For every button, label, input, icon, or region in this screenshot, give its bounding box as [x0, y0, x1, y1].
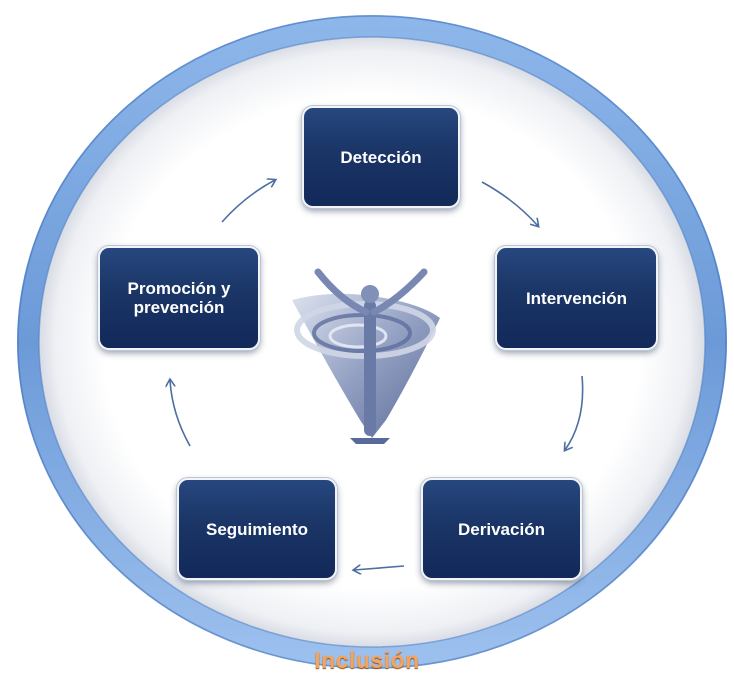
node-intervencion-label: Intervención [525, 288, 628, 308]
arrow-derivacion-to-seguimiento [354, 566, 405, 570]
outer-ring [17, 15, 727, 669]
outer-ring-edge [17, 15, 727, 669]
node-promocion-label: Promoción y prevención [127, 279, 231, 317]
node-intervencion: Intervención [495, 246, 658, 350]
node-seguimiento-label: Seguimiento [205, 519, 308, 539]
node-derivacion: Derivación [421, 478, 582, 580]
node-promocion: Promoción y prevención [98, 246, 260, 350]
node-derivacion-label: Derivación [458, 519, 545, 539]
human-figure-emblem-icon [292, 268, 440, 444]
arrow-promocion-to-deteccion [221, 180, 275, 223]
node-seguimiento: Seguimiento [177, 478, 337, 580]
inner-ring-edge [38, 36, 706, 648]
node-deteccion: Detección [302, 106, 460, 208]
node-deteccion-label: Detección [340, 147, 422, 167]
arrow-seguimiento-to-promocion [170, 380, 191, 447]
ring-label-inclusion: Inclusión [314, 647, 420, 673]
arrow-deteccion-to-intervencion [481, 181, 538, 226]
arrow-intervencion-to-derivacion [565, 375, 584, 450]
